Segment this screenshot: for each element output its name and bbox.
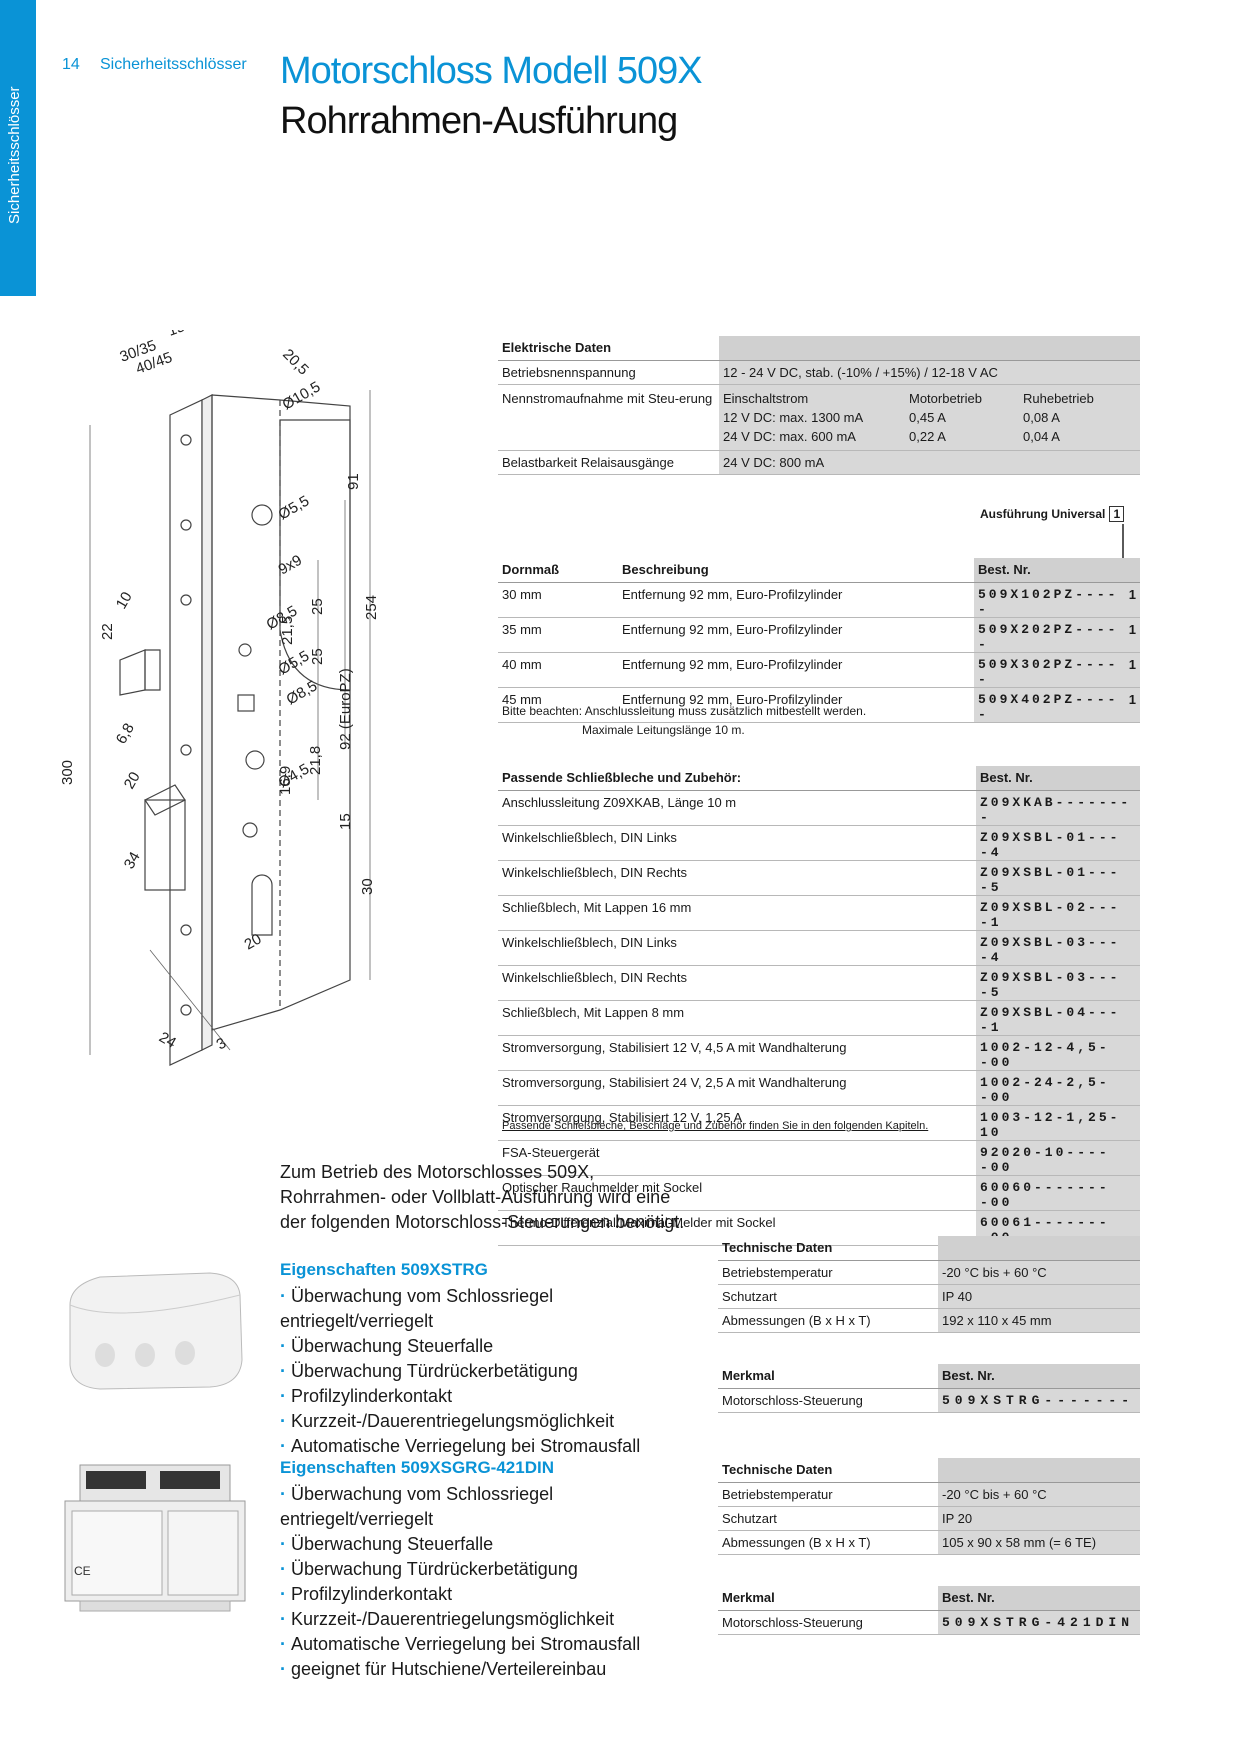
list-item: Überwachung Türdrückerbetätigung bbox=[280, 1557, 710, 1582]
product2-tech-table: Technische Daten Betriebstemperatur-20 °… bbox=[718, 1458, 1140, 1555]
page-title: Motorschloss Modell 509X bbox=[280, 50, 703, 92]
variant-badge: 1 bbox=[1109, 506, 1125, 522]
dim-label: 254 bbox=[363, 595, 380, 620]
list-item: Automatische Verriegelung bei Stromausfa… bbox=[280, 1434, 710, 1459]
dim-label: 15 bbox=[166, 330, 187, 340]
dim-label: 34 bbox=[121, 849, 144, 872]
page-subtitle: Rohrrahmen-Ausführung bbox=[280, 100, 678, 142]
dim-label: Ø5,5 bbox=[276, 647, 313, 678]
table-row: Stromversorgung, Stabilisiert 24 V, 2,5 … bbox=[498, 1070, 1140, 1106]
controller-509xstrg-image bbox=[69, 1272, 243, 1390]
page-number: 14 bbox=[62, 56, 80, 73]
list-item: Profilzylinderkontakt bbox=[280, 1384, 710, 1409]
product2-features: Eigenschaften 509XSGRG-421DIN Überwachun… bbox=[280, 1458, 710, 1682]
list-item: Überwachung Steuerfalle bbox=[280, 1334, 710, 1359]
product1-title: Eigenschaften 509XSTRG bbox=[280, 1260, 488, 1279]
svg-text:CE: CE bbox=[74, 1564, 91, 1578]
dim-label: Ø8,5 bbox=[284, 677, 321, 708]
dim-label: 20 bbox=[121, 769, 144, 792]
list-item: Kurzzeit-/Dauerentriegelungsmöglichkeit bbox=[280, 1607, 710, 1632]
list-item: Überwachung vom Schlossriegel entriegelt… bbox=[280, 1284, 710, 1334]
dim-label: 24 bbox=[156, 1029, 179, 1052]
dim-label: Ø10,5 bbox=[280, 378, 324, 413]
list-item: Überwachung Steuerfalle bbox=[280, 1532, 710, 1557]
dim-label: 25 bbox=[309, 648, 326, 665]
dim-label: 15 bbox=[337, 813, 354, 830]
product2-title: Eigenschaften 509XSGRG-421DIN bbox=[280, 1458, 554, 1477]
list-item: Überwachung Türdrückerbetätigung bbox=[280, 1359, 710, 1384]
list-item: Profilzylinderkontakt bbox=[280, 1582, 710, 1607]
dim-label: 91 bbox=[345, 473, 362, 490]
table-row: Stromversorgung, Stabilisiert 12 V, 4,5 … bbox=[498, 1035, 1140, 1071]
dim-label: 25 bbox=[309, 598, 326, 615]
dim-label: 21,8 bbox=[307, 746, 324, 775]
dim-label: 20 bbox=[242, 930, 265, 953]
side-tab-label: Sicherheitsschlösser bbox=[6, 86, 23, 224]
lock-technical-drawing: 30/35 40/45 15 20,5 Ø10,5 91 Ø5,5 9x9 25… bbox=[59, 330, 380, 1066]
dim-label: 3 bbox=[214, 1035, 230, 1054]
order-note: Bitte beachten: Anschlussleitung muss zu… bbox=[502, 704, 867, 737]
controller-509xsgrg-image: CE bbox=[64, 1464, 246, 1612]
dim-label: 92 (EuroPZ) bbox=[337, 668, 354, 750]
dim-label: 22 bbox=[99, 623, 116, 640]
intro-text: Zum Betrieb des Motorschlosses 509X, Roh… bbox=[280, 1162, 685, 1232]
dim-label: 30 bbox=[359, 878, 376, 895]
accessories-footnote: Passende Schließbleche, Beschläge und Zu… bbox=[502, 1120, 929, 1132]
dim-label: 300 bbox=[59, 760, 76, 785]
dim-label: 20,5 bbox=[279, 346, 312, 379]
list-item: Kurzzeit-/Dauerentriegelungsmöglichkeit bbox=[280, 1409, 710, 1434]
electrical-header: Elektrische Daten bbox=[498, 336, 719, 361]
list-item: geeignet für Hutschiene/Verteilereinbau bbox=[280, 1657, 710, 1682]
dim-label: 21,5 bbox=[279, 616, 296, 645]
product1-tech-table: Technische Daten Betriebstemperatur-20 °… bbox=[718, 1236, 1140, 1333]
product1-features: Eigenschaften 509XSTRG Überwachung vom S… bbox=[280, 1260, 710, 1459]
list-item: Automatische Verriegelung bei Stromausfa… bbox=[280, 1632, 710, 1657]
dim-label: 6,8 bbox=[113, 720, 138, 747]
side-chapter-tab: Sicherheitsschlösser bbox=[0, 0, 36, 296]
table-row: Stromversorgung, Stabilisiert 12 V, 1,25… bbox=[498, 1105, 1140, 1141]
section-title: Sicherheitsschlösser bbox=[100, 56, 247, 73]
accessories-table: Passende Schließbleche und Zubehör:Best.… bbox=[498, 766, 1140, 1246]
dim-label: 16,9 bbox=[277, 766, 294, 795]
dim-label: 10 bbox=[113, 589, 136, 612]
dim-label: Ø5,5 bbox=[276, 492, 313, 523]
list-item: Überwachung vom Schlossriegel entriegelt… bbox=[280, 1482, 710, 1532]
